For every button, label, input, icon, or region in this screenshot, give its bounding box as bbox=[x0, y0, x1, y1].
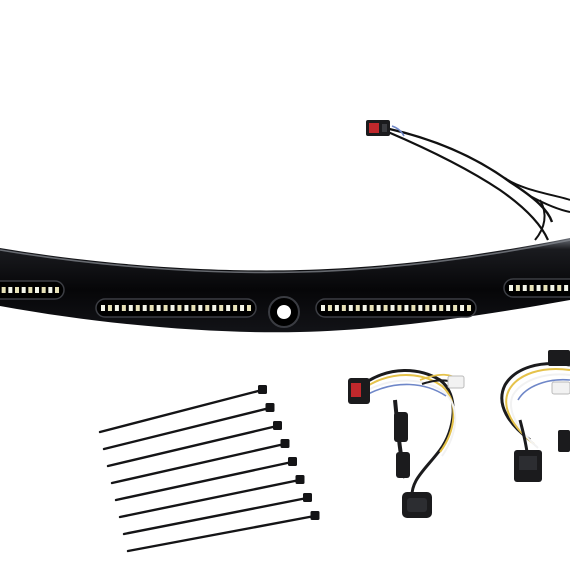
led-chip bbox=[536, 285, 541, 291]
led-chip bbox=[543, 285, 548, 291]
led-chip bbox=[170, 305, 175, 311]
cable-tie bbox=[110, 439, 290, 485]
led-chip bbox=[411, 305, 416, 311]
led-chip bbox=[247, 305, 251, 311]
led-chip bbox=[212, 305, 217, 311]
cable-tie bbox=[118, 475, 305, 519]
led-chip bbox=[515, 285, 520, 291]
led-chip bbox=[149, 305, 154, 311]
led-chip bbox=[121, 305, 126, 311]
wiring-harness-left bbox=[348, 369, 465, 518]
led-chip bbox=[369, 305, 374, 311]
led-chip bbox=[114, 305, 119, 311]
cable-ties bbox=[98, 385, 320, 553]
led-chip bbox=[135, 305, 140, 311]
led-chip bbox=[418, 305, 423, 311]
pigtail-connector bbox=[366, 120, 570, 241]
wiring-harness-right bbox=[500, 350, 570, 482]
led-chip bbox=[334, 305, 339, 311]
led-chip bbox=[529, 285, 534, 291]
led-chip bbox=[1, 287, 6, 293]
led-chip bbox=[321, 305, 325, 311]
led-chip bbox=[390, 305, 395, 311]
led-chip bbox=[509, 285, 513, 291]
cable-tie bbox=[106, 421, 282, 468]
led-chip bbox=[439, 305, 444, 311]
led-chip bbox=[8, 287, 13, 293]
cable-tie bbox=[102, 403, 275, 451]
led-window-2 bbox=[95, 298, 257, 318]
led-chip bbox=[226, 305, 231, 311]
led-chip bbox=[35, 287, 39, 293]
led-chip bbox=[404, 305, 409, 311]
led-chip bbox=[48, 287, 53, 293]
light-bar-highlight bbox=[0, 239, 570, 274]
led-chip bbox=[198, 305, 203, 311]
mount-hole bbox=[268, 296, 300, 328]
led-chip bbox=[327, 305, 332, 311]
led-chip bbox=[362, 305, 367, 311]
led-chip bbox=[446, 305, 451, 311]
led-chip bbox=[205, 305, 210, 311]
led-chip bbox=[550, 285, 555, 291]
led-chip bbox=[460, 305, 465, 311]
led-chip bbox=[163, 305, 168, 311]
led-chip bbox=[557, 285, 562, 291]
led-chip bbox=[177, 305, 182, 311]
led-chip bbox=[219, 305, 224, 311]
led-chip bbox=[107, 305, 112, 311]
led-chip bbox=[240, 305, 245, 311]
cable-tie bbox=[122, 493, 312, 536]
led-chip bbox=[184, 305, 189, 311]
led-chip bbox=[467, 305, 471, 311]
led-chip bbox=[453, 305, 458, 311]
led-chip bbox=[28, 287, 33, 293]
led-chip bbox=[41, 287, 46, 293]
led-chip bbox=[191, 305, 196, 311]
cable-tie bbox=[98, 385, 267, 434]
led-chip bbox=[101, 305, 105, 311]
led-chip bbox=[425, 305, 430, 311]
led-chip bbox=[15, 287, 19, 293]
led-light-bar bbox=[0, 238, 570, 333]
led-chip bbox=[522, 285, 527, 291]
led-chip bbox=[376, 305, 381, 311]
led-chip bbox=[348, 305, 353, 311]
cable-tie bbox=[126, 511, 320, 553]
led-window-3 bbox=[315, 298, 477, 318]
led-chip bbox=[341, 305, 346, 311]
led-chip bbox=[142, 305, 147, 311]
led-segments bbox=[0, 278, 570, 318]
led-chip bbox=[432, 305, 437, 311]
led-chip bbox=[383, 305, 388, 311]
led-chip bbox=[55, 287, 59, 293]
led-chip bbox=[355, 305, 360, 311]
led-chip bbox=[21, 287, 26, 293]
cable-tie bbox=[114, 457, 297, 502]
led-chip bbox=[564, 285, 569, 291]
led-chip bbox=[156, 305, 161, 311]
led-chip bbox=[128, 305, 133, 311]
led-chip bbox=[397, 305, 402, 311]
led-chip bbox=[233, 305, 238, 311]
